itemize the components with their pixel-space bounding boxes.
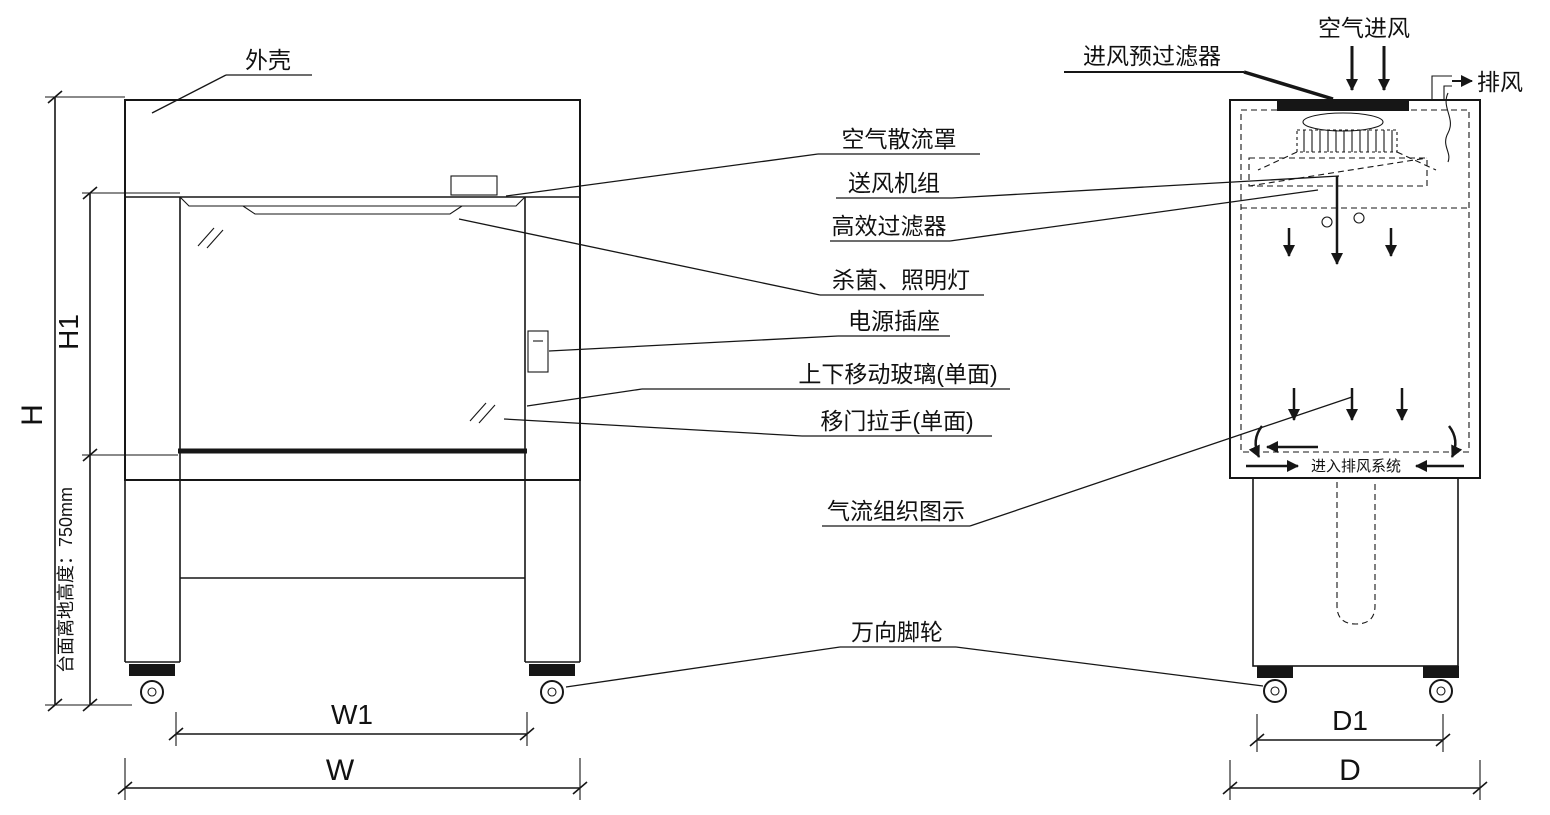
caster-wheel — [1429, 679, 1453, 703]
side-outline — [1229, 99, 1481, 479]
dim-total-width — [117, 758, 588, 800]
air-inlet-arrows — [1346, 46, 1390, 91]
label-hepa-filter: 高效过滤器 — [832, 213, 947, 239]
label-outer-shell: 外壳 — [245, 47, 291, 73]
dim-label-W1: W1 — [331, 699, 373, 730]
dim-upper-height — [82, 186, 180, 712]
diffuser-plate — [242, 205, 463, 215]
leader-door-handle — [503, 418, 803, 437]
caster-plate — [129, 664, 175, 676]
dim-label-H1: H1 — [53, 314, 84, 350]
fan-unit-shape — [1296, 129, 1398, 153]
dim-total-depth — [1222, 760, 1488, 800]
fan-intake — [1302, 112, 1384, 132]
label-air-diffuser: 空气散流罩 — [842, 126, 957, 152]
label-exhaust: 排风 — [1477, 69, 1523, 95]
leader-casters — [955, 646, 1264, 687]
leader-inlet-prefilter — [1243, 70, 1334, 101]
leader-hepa-filter — [949, 189, 1319, 242]
label-airflow-diagram: 气流组织图示 — [827, 498, 965, 524]
labels: 外壳 空气散流罩 送风机组 高效过滤器 杀菌、照明灯 电源插座 上下移动玻璃(单… — [16, 15, 1523, 787]
glass-mark-icon — [469, 402, 487, 422]
front-view — [124, 99, 581, 704]
dim-label-worktop-height: 台面离地高度：750mm — [56, 487, 76, 673]
label-air-inlet: 空气进风 — [1318, 15, 1410, 41]
leader-sterilize-lamp — [458, 218, 821, 296]
exhaust-pipe — [1431, 75, 1473, 100]
exhaust-down-duct — [1336, 482, 1376, 625]
glass-mark-icon — [478, 404, 496, 424]
leader-fan-unit — [951, 175, 1340, 199]
callout-lines — [151, 70, 1353, 688]
power-socket-shape — [527, 330, 549, 373]
label-door-handle: 移门拉手(单面) — [820, 408, 973, 434]
caster-plate — [529, 664, 575, 676]
leader-casters — [565, 646, 841, 688]
cabinet-outline — [124, 99, 581, 481]
caster-wheel — [140, 680, 164, 704]
dimension-lines — [45, 90, 1488, 800]
lamp-icon — [1353, 212, 1365, 224]
dim-inner-width — [168, 712, 535, 746]
control-panel — [450, 175, 498, 196]
prefilter-bar — [1277, 101, 1409, 111]
label-sterilize-lamp: 杀菌、照明灯 — [832, 267, 970, 293]
label-sliding-glass: 上下移动玻璃(单面) — [798, 361, 997, 387]
dim-label-D: D — [1339, 754, 1361, 787]
caster-plate — [1423, 666, 1459, 678]
leader-shell — [151, 74, 227, 114]
caster-wheel — [540, 680, 564, 704]
glass-mark-icon — [206, 229, 224, 249]
airflow-arrows-upper — [1283, 176, 1397, 265]
dim-label-H: H — [16, 404, 49, 426]
label-fan-unit: 送风机组 — [848, 170, 940, 196]
dim-inner-depth — [1249, 714, 1451, 752]
label-exhaust-system: 进入排风系统 — [1311, 458, 1401, 475]
lamp-icon — [1321, 216, 1333, 228]
side-view — [1229, 46, 1481, 703]
leader-sliding-glass — [526, 388, 643, 407]
dim-label-D1: D1 — [1332, 705, 1368, 736]
side-lower-cabinet — [1252, 477, 1459, 667]
exhaust-duct-wavy — [1445, 92, 1451, 163]
leader-power-socket — [548, 335, 839, 352]
caster-wheel — [1263, 679, 1287, 703]
label-casters: 万向脚轮 — [851, 619, 943, 645]
label-power-socket: 电源插座 — [848, 308, 940, 334]
dim-total-height — [45, 90, 132, 712]
dim-label-W: W — [326, 754, 355, 787]
leader-air-diffuser — [505, 153, 819, 197]
inner-liner-dashed — [1240, 109, 1470, 453]
glass-mark-icon — [197, 227, 215, 247]
diffuser-lip — [179, 196, 526, 207]
fan-skirt-right — [1396, 151, 1437, 171]
caster-plate — [1257, 666, 1293, 678]
label-inlet-prefilter: 进风预过滤器 — [1083, 43, 1221, 69]
leader-airflow-diagram — [969, 396, 1353, 527]
fan-skirt-left — [1257, 151, 1298, 171]
airflow-arrows-middle — [1288, 388, 1408, 421]
